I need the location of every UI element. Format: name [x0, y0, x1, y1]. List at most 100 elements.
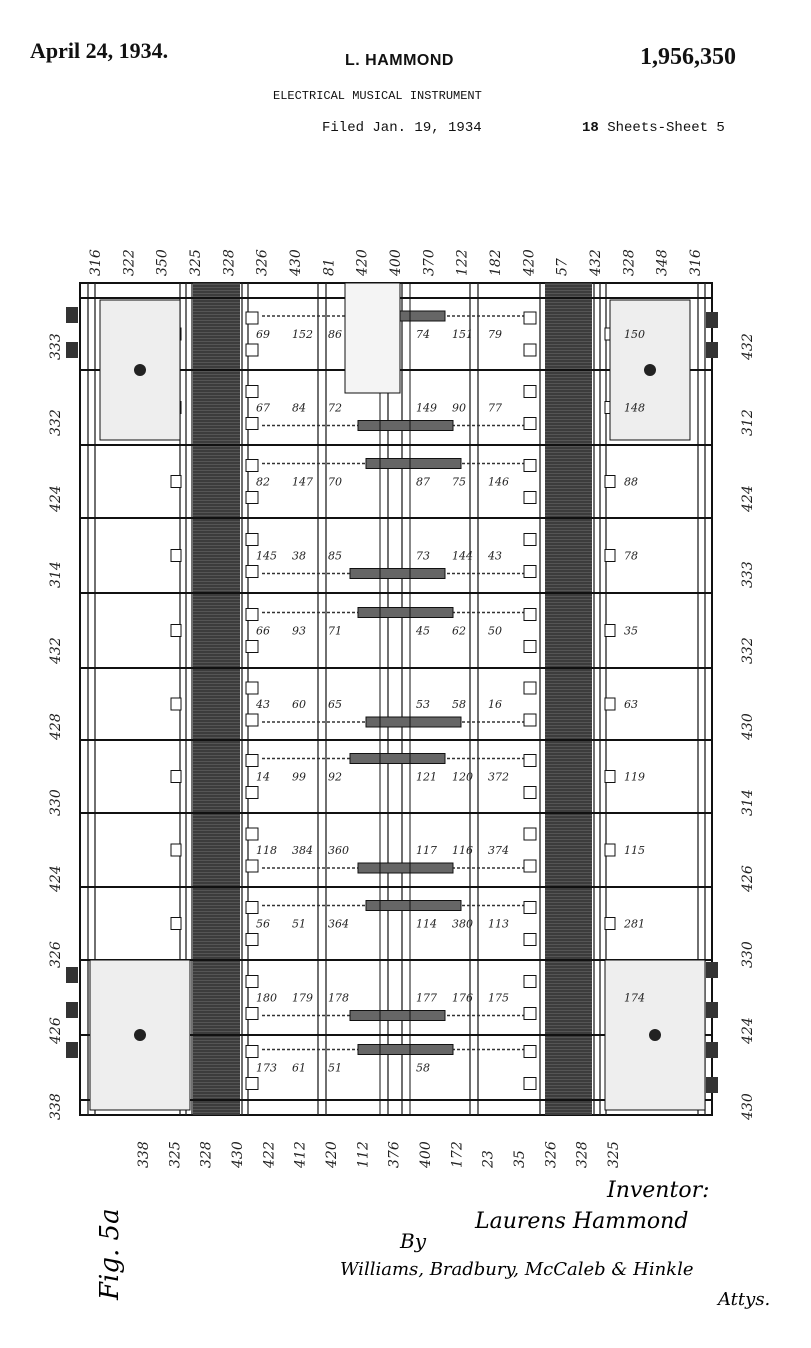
- reference-numeral: 174: [624, 992, 645, 1005]
- terminal-post: [170, 917, 182, 930]
- reference-numeral: 114: [416, 918, 437, 931]
- magnet-pole: [523, 343, 537, 357]
- reference-numeral: 332: [48, 409, 64, 436]
- gear: [357, 420, 454, 431]
- magnet-pole: [523, 1077, 537, 1090]
- magnet-pole: [245, 901, 259, 914]
- reference-numeral: 312: [740, 409, 756, 436]
- terminal-post: [170, 549, 182, 562]
- reference-numeral: 60: [292, 698, 306, 711]
- magnet-pole: [245, 681, 259, 695]
- magnet-pole: [245, 608, 259, 621]
- magnet-pole: [523, 754, 537, 767]
- reference-numeral: 430: [740, 713, 756, 741]
- magnet-pole: [245, 1077, 259, 1090]
- terminal-post: [604, 843, 616, 857]
- reference-numeral: 426: [48, 1017, 64, 1045]
- reference-numeral: 85: [328, 550, 342, 563]
- reference-numeral: 412: [293, 1141, 309, 1169]
- magnet-pole: [523, 827, 537, 841]
- reference-numeral: 119: [624, 771, 645, 784]
- reference-numeral: 62: [452, 625, 466, 638]
- magnet-pole: [523, 311, 537, 325]
- reference-numeral: 88: [624, 476, 638, 489]
- reference-numeral: 316: [88, 249, 104, 276]
- magnet-pole: [245, 1045, 259, 1058]
- reference-numeral: 338: [48, 1093, 64, 1120]
- reference-numeral: 316: [688, 249, 704, 276]
- reference-numeral: 112: [355, 1141, 371, 1168]
- magnet-pole: [245, 491, 259, 504]
- terminal-post: [170, 843, 182, 857]
- reference-numeral: 372: [488, 771, 509, 784]
- magnet-pole: [245, 533, 259, 546]
- terminal-post: [604, 770, 616, 783]
- reference-numeral: 69: [256, 328, 270, 341]
- reference-numeral: 113: [488, 918, 509, 931]
- gear: [365, 716, 462, 728]
- reference-numeral: 58: [452, 698, 466, 711]
- magnet-pole: [245, 754, 259, 767]
- magnet-pole: [523, 1007, 537, 1020]
- reference-numeral: 332: [740, 637, 756, 664]
- patent-title: ELECTRICAL MUSICAL INSTRUMENT: [273, 89, 482, 103]
- reference-numeral: 152: [292, 328, 313, 341]
- reference-numeral: 87: [416, 476, 430, 489]
- gear: [349, 753, 446, 764]
- reference-numeral: 66: [256, 625, 270, 638]
- coil-column: [545, 283, 592, 1115]
- magnet-pole: [245, 786, 259, 799]
- reference-numeral: 322: [121, 249, 137, 276]
- reference-numeral: 121: [416, 771, 437, 784]
- reference-numeral: 149: [416, 402, 437, 415]
- gear: [365, 458, 462, 469]
- reference-numeral: 432: [740, 333, 756, 361]
- magnet-pole: [523, 459, 537, 472]
- nut: [706, 312, 718, 328]
- reference-numeral: 325: [188, 249, 204, 276]
- reference-numeral: 74: [416, 328, 430, 341]
- reference-numeral: 428: [48, 713, 64, 741]
- reference-numeral: 117: [416, 844, 437, 857]
- reference-numeral: 370: [421, 249, 437, 276]
- reference-numeral: 424: [740, 485, 756, 513]
- reference-numeral: 182: [488, 249, 504, 276]
- reference-numeral: 35: [512, 1150, 528, 1168]
- magnet-pole: [245, 343, 259, 357]
- reference-numeral: 364: [328, 918, 349, 931]
- instrument-frame: [66, 282, 718, 1116]
- terminal-post: [604, 917, 616, 930]
- terminal-post: [170, 697, 182, 711]
- terminal-post: [604, 549, 616, 562]
- reference-numeral: 348: [655, 249, 671, 276]
- reference-numeral: 330: [740, 941, 756, 968]
- gear: [349, 568, 446, 579]
- gear: [365, 900, 462, 911]
- reference-numeral: 424: [48, 485, 64, 513]
- reference-numeral: 424: [740, 1017, 756, 1045]
- reference-numeral: 172: [449, 1141, 465, 1168]
- reference-numeral: 16: [488, 698, 502, 711]
- magnet-pole: [523, 859, 537, 873]
- reference-numeral: 99: [292, 771, 306, 784]
- magnet-pole: [245, 459, 259, 472]
- nut: [66, 307, 78, 323]
- terminal-post: [604, 475, 616, 488]
- reference-numeral: 328: [221, 249, 237, 276]
- inventor-name: L. HAMMOND: [345, 52, 454, 69]
- reference-numeral: 424: [48, 865, 64, 893]
- reference-numeral: 338: [136, 1141, 152, 1168]
- reference-numeral: 51: [292, 918, 306, 931]
- reference-numeral: 70: [328, 476, 342, 489]
- reference-numeral: 176: [452, 992, 473, 1005]
- reference-numeral: 420: [521, 249, 537, 277]
- reference-numeral: 35: [624, 625, 638, 638]
- figure-label: Fig. 5a: [95, 1208, 125, 1301]
- magnet-pole: [245, 827, 259, 841]
- reference-numeral: 51: [328, 1062, 342, 1075]
- patent-date: April 24, 1934.: [30, 38, 169, 63]
- reference-numeral: 400: [388, 249, 404, 277]
- reference-numeral: 148: [624, 402, 645, 415]
- reference-numeral: 57: [555, 258, 571, 276]
